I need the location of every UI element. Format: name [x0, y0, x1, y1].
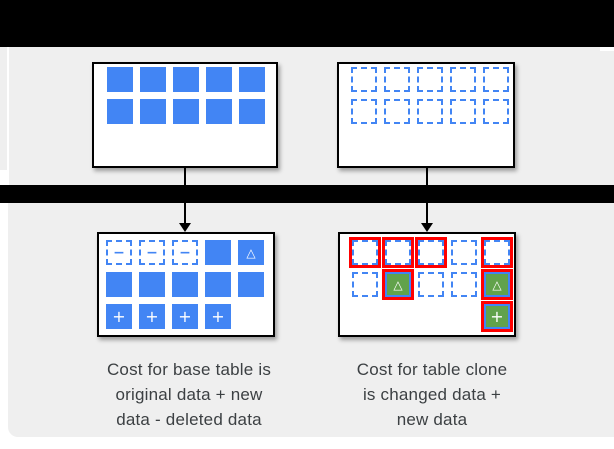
arrow-left-head-icon	[179, 223, 191, 232]
background-notch-left	[0, 170, 9, 185]
data-block-solid-plus: +	[106, 304, 132, 329]
background-divider-line	[7, 47, 9, 185]
data-block-green-delta-red: △	[385, 272, 411, 297]
box-base-table-before	[92, 62, 278, 168]
data-block-solid	[173, 67, 199, 92]
data-block-green-plus-red: +	[484, 304, 510, 329]
box-table-clone-before	[337, 62, 515, 168]
data-block-solid	[205, 240, 231, 265]
arrow-right-line	[426, 168, 428, 224]
data-block-green-delta-red: △	[484, 272, 510, 297]
data-block-solid	[172, 272, 198, 297]
data-block-dashed-red	[484, 240, 510, 265]
data-block-dashed	[352, 272, 378, 297]
data-block-dashed-minus: −	[172, 240, 198, 265]
data-block-dashed-red	[418, 240, 444, 265]
data-block-dashed	[351, 99, 377, 124]
data-block-dashed	[451, 272, 477, 297]
block-row	[107, 99, 276, 124]
data-block-solid	[173, 99, 199, 124]
data-block-dashed	[417, 67, 443, 92]
data-block-dashed	[417, 99, 443, 124]
background-notch-right	[600, 47, 614, 51]
data-block-solid	[139, 272, 165, 297]
arrow-left-line	[184, 168, 186, 224]
data-block-solid	[140, 99, 166, 124]
caption-line: Cost for table clone	[356, 360, 508, 379]
data-block-solid	[140, 67, 166, 92]
data-block-dashed	[418, 272, 444, 297]
block-row: +	[352, 304, 514, 329]
block-row	[106, 272, 273, 297]
data-block-solid-plus: +	[205, 304, 231, 329]
data-block-dashed-red	[385, 240, 411, 265]
data-block-solid	[205, 272, 231, 297]
block-row	[107, 67, 276, 92]
data-block-solid	[206, 99, 232, 124]
caption-line: is changed data +	[362, 385, 502, 404]
box-table-clone-after: △△+	[338, 232, 516, 337]
block-row: + + + +	[106, 304, 273, 329]
data-block-dashed	[450, 99, 476, 124]
caption-line: data - deleted data	[116, 410, 262, 429]
block-row	[351, 99, 513, 124]
caption-table-clone: Cost for table clone is changed data + n…	[327, 357, 537, 432]
data-block-dashed	[451, 240, 477, 265]
arrow-right-head-icon	[421, 223, 433, 232]
caption-line: Cost for base table is	[106, 360, 272, 379]
data-block-solid	[107, 67, 133, 92]
block-row: △△	[352, 272, 514, 297]
data-block-solid	[239, 67, 265, 92]
redacted-bar-top	[0, 0, 614, 47]
block-row	[351, 67, 513, 92]
block-row: −−−△	[106, 240, 273, 265]
box-base-table-after: −−−△++++	[97, 232, 275, 337]
data-block-dashed	[483, 67, 509, 92]
caption-line: new data	[396, 410, 468, 429]
data-block-solid-plus: +	[139, 304, 165, 329]
data-block-solid-plus: +	[172, 304, 198, 329]
data-block-dashed	[483, 99, 509, 124]
data-block-dashed	[351, 67, 377, 92]
data-block-dashed	[450, 67, 476, 92]
caption-line: original data + new	[115, 385, 263, 404]
data-block-dashed-red	[352, 240, 378, 265]
data-block-dashed-minus: −	[106, 240, 132, 265]
block-row	[352, 240, 514, 265]
redacted-bar-middle	[0, 185, 614, 203]
data-block-solid	[107, 99, 133, 124]
data-block-solid	[238, 272, 264, 297]
data-block-dashed-minus: −	[139, 240, 165, 265]
data-block-solid	[239, 99, 265, 124]
data-block-dashed	[384, 99, 410, 124]
caption-base-table: Cost for base table is original data + n…	[84, 357, 294, 432]
data-block-solid	[106, 272, 132, 297]
data-block-dashed	[384, 67, 410, 92]
data-block-solid	[206, 67, 232, 92]
data-block-solid-delta: △	[238, 240, 264, 265]
